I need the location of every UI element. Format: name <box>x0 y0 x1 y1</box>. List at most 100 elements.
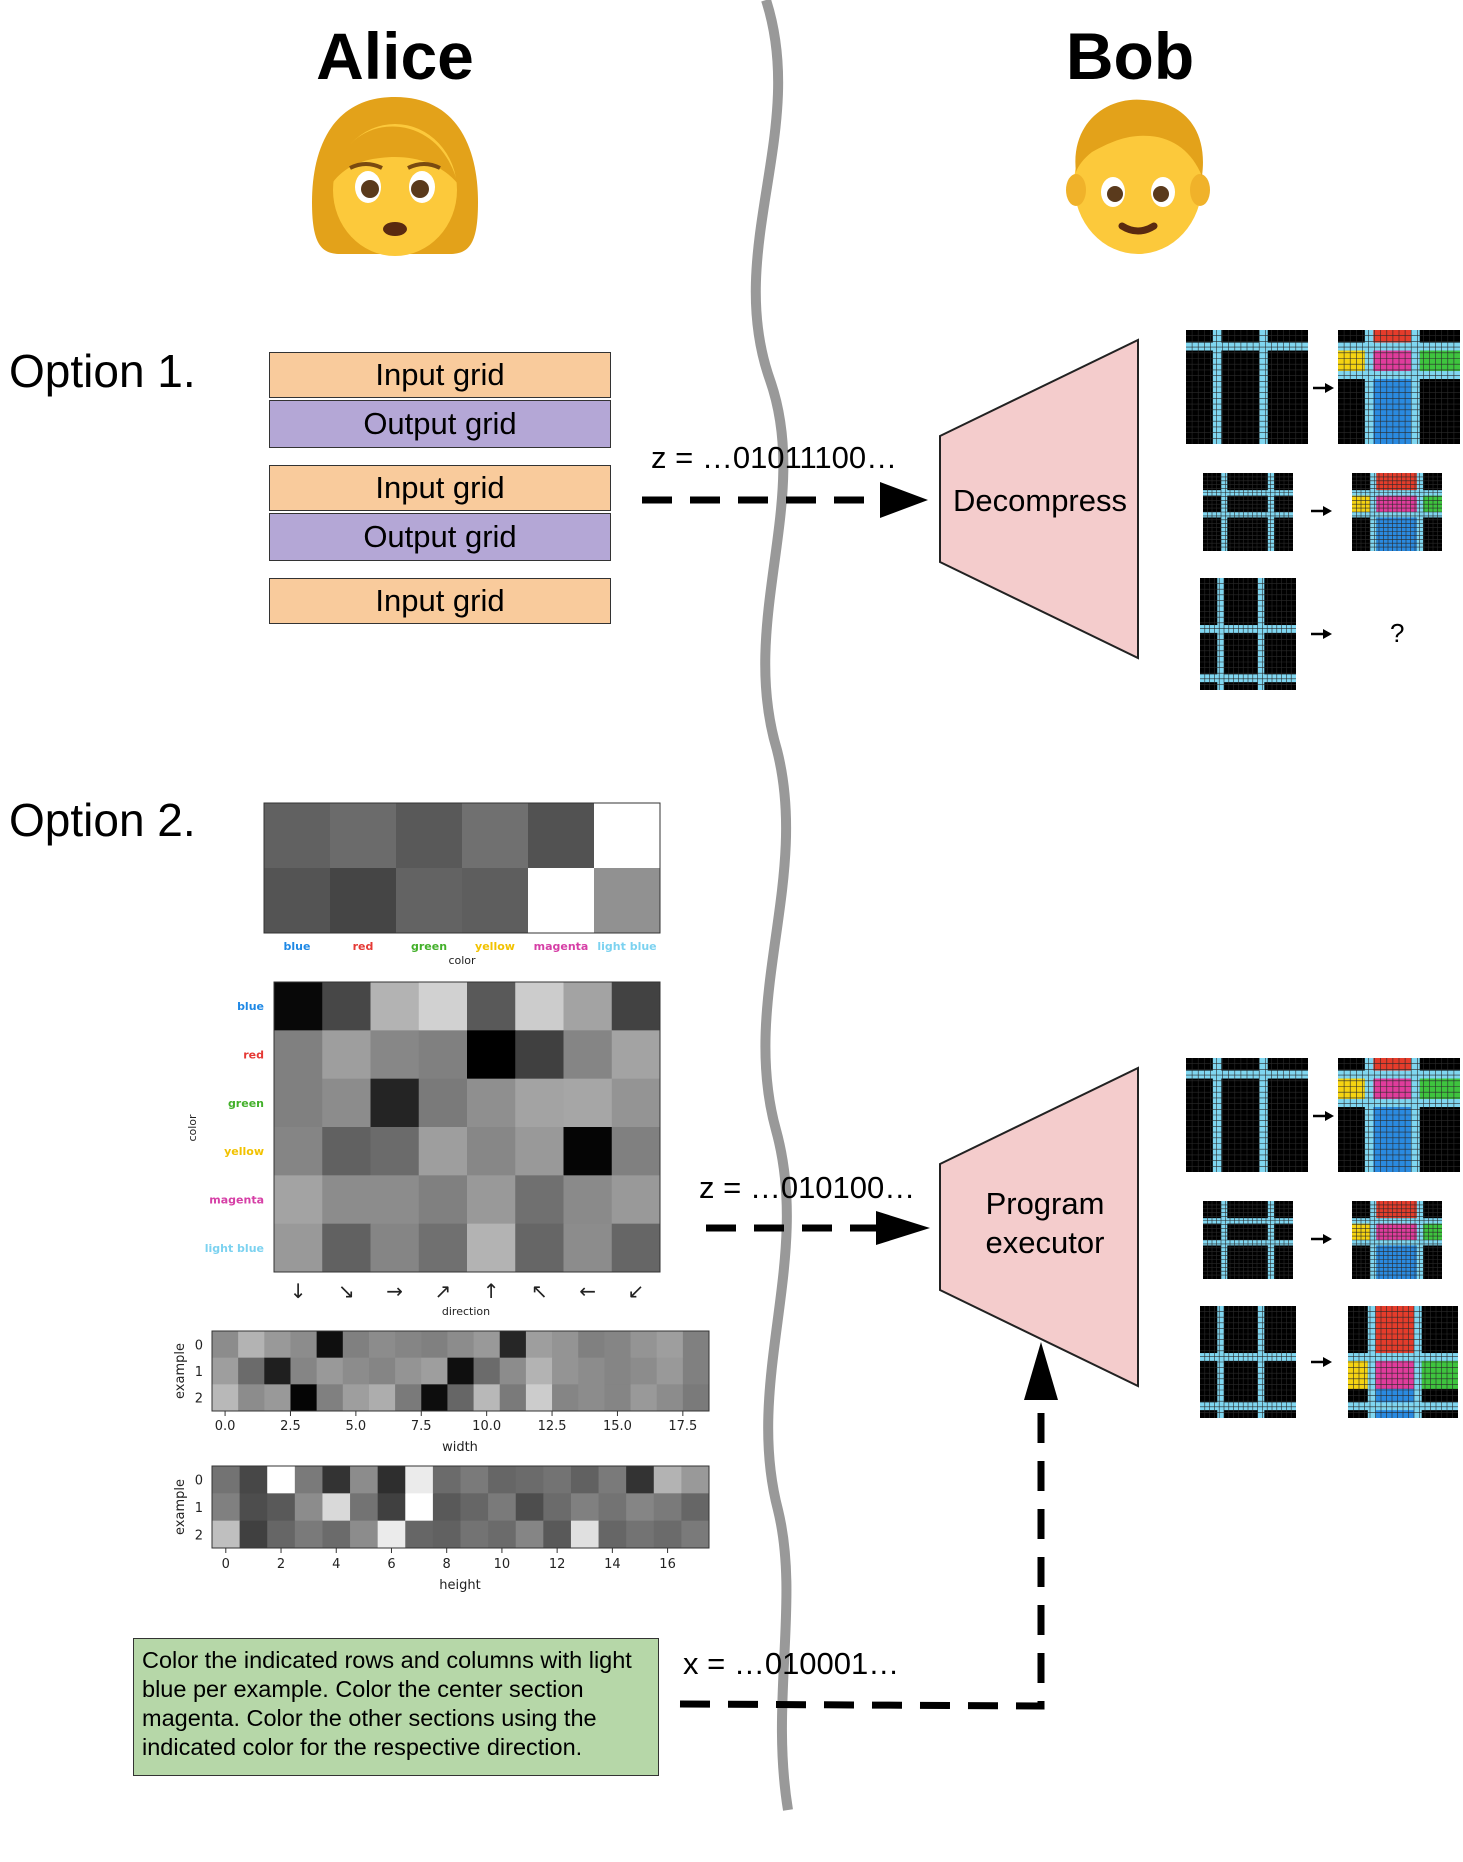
width-heatmap-cell <box>552 1331 579 1359</box>
width-heatmap-cell <box>604 1357 632 1385</box>
direction-heatmap-cell <box>418 982 468 1031</box>
height-heatmap-cell <box>570 1466 600 1494</box>
width-heatmap-cell <box>212 1384 239 1412</box>
width-heatmap-cell <box>238 1357 265 1385</box>
small-arrow-icon <box>1311 1234 1332 1244</box>
arc-output-grid <box>1338 1058 1460 1172</box>
width-heatmap-cell <box>499 1331 527 1359</box>
height-heatmap-cell <box>322 1493 351 1522</box>
color-heatmap-frame <box>263 802 661 934</box>
arc-input-grid <box>1200 1306 1296 1418</box>
y-tick-label: light blue <box>205 1242 264 1255</box>
height-heatmap-cell <box>294 1493 323 1522</box>
height-heatmap-cell <box>377 1493 406 1522</box>
height-heatmap-cell <box>488 1466 517 1494</box>
direction-heatmap-cell <box>322 982 371 1031</box>
direction-heatmap-cell <box>322 1127 371 1176</box>
color-heatmap-cell <box>264 803 331 869</box>
y-tick-label: 0 <box>195 1474 203 1489</box>
x-tick-label: ↑ <box>483 1279 500 1303</box>
direction-heatmap-cell <box>563 1127 613 1176</box>
x-tick-label: light blue <box>597 940 656 953</box>
height-heatmap-cell <box>598 1520 627 1549</box>
x-tick-label: 12.5 <box>538 1419 567 1434</box>
x-tick-label: 2 <box>277 1557 285 1572</box>
x-tick-label: red <box>353 940 374 953</box>
direction-heatmap-cell <box>467 1078 516 1128</box>
x-tick-label: ← <box>579 1279 596 1303</box>
height-heatmap-cell <box>377 1466 406 1494</box>
color-heatmap-cell <box>594 803 661 869</box>
direction-heatmap-cell <box>370 1175 420 1225</box>
height-heatmap-cell <box>405 1520 434 1549</box>
small-arrow-icon <box>1313 1111 1334 1121</box>
y-axis-label: color <box>186 1114 199 1142</box>
width-heatmap-cell <box>421 1384 448 1412</box>
direction-heatmap-cell <box>515 1030 564 1080</box>
direction-heatmap-cell <box>563 1030 613 1080</box>
arc-input-grid <box>1186 330 1308 444</box>
height-heatmap-cell <box>350 1520 379 1549</box>
width-heatmap-cell <box>212 1357 239 1385</box>
height-heatmap-cell <box>212 1493 241 1522</box>
width-heatmap-cell <box>552 1357 579 1385</box>
color-heatmap-cell <box>594 868 661 934</box>
height-heatmap-cell <box>405 1493 434 1522</box>
height-heatmap-cell <box>460 1466 489 1494</box>
color-heatmap-cell <box>330 868 397 934</box>
direction-heatmap-cell <box>515 1223 564 1273</box>
width-heatmap-cell <box>316 1357 344 1385</box>
x-tick-label: 10.0 <box>472 1419 501 1434</box>
width-heatmap-cell <box>578 1384 605 1412</box>
direction-heatmap-cell <box>274 1030 323 1080</box>
direction-heatmap-cell <box>274 1127 323 1176</box>
width-heatmap-cell <box>421 1331 448 1359</box>
x-tick-label: 5.0 <box>346 1419 367 1434</box>
width-heatmap-cell <box>316 1384 344 1412</box>
height-heatmap-cell <box>570 1493 600 1522</box>
direction-heatmap-frame <box>273 981 661 1273</box>
option2-z-code: z = …010100… <box>699 1170 916 1205</box>
arc-output-grid <box>1352 1201 1442 1279</box>
width-heatmap-cell <box>682 1384 710 1412</box>
width-heatmap-cell <box>499 1357 527 1385</box>
option2-x-code: x = …010001… <box>683 1646 900 1681</box>
x-tick-label: 12 <box>549 1557 566 1572</box>
woman-emoji-icon <box>312 97 478 256</box>
width-heatmap-cell <box>630 1331 658 1359</box>
height-heatmap-cell <box>322 1466 351 1494</box>
height-heatmap-cell <box>460 1493 489 1522</box>
height-heatmap-cell <box>626 1466 655 1494</box>
height-heatmap-cell <box>681 1520 710 1549</box>
height-heatmap-cell <box>294 1520 323 1549</box>
width-heatmap-cell <box>552 1384 579 1412</box>
x-tick-label: 15.0 <box>603 1419 632 1434</box>
direction-heatmap-cell <box>611 1223 661 1273</box>
height-heatmap-cell <box>212 1520 241 1549</box>
direction-heatmap-cell <box>418 1030 468 1080</box>
height-heatmap-cell <box>267 1520 296 1549</box>
height-heatmap-cell <box>515 1493 544 1522</box>
y-tick-label: green <box>228 1097 264 1110</box>
height-heatmap-cell <box>626 1493 655 1522</box>
option2-label: Option 2. <box>9 794 196 846</box>
color-heatmap-cell <box>462 803 529 869</box>
height-heatmap-cell <box>350 1466 379 1494</box>
height-heatmap-cell <box>570 1520 600 1549</box>
height-heatmap-cell <box>294 1466 323 1494</box>
width-heatmap-cell <box>395 1331 422 1359</box>
arc-output-grid <box>1348 1306 1458 1418</box>
height-heatmap-cell <box>543 1520 572 1549</box>
direction-heatmap-cell <box>274 1078 323 1128</box>
direction-heatmap-cell <box>611 1127 661 1176</box>
height-heatmap-cell <box>653 1466 682 1494</box>
small-arrow-icon <box>1313 383 1334 393</box>
width-heatmap-cell <box>473 1331 501 1359</box>
direction-heatmap-cell <box>563 982 613 1031</box>
small-arrow-icon <box>1311 629 1332 639</box>
y-axis-label: example <box>173 1343 188 1399</box>
width-heatmap-cell <box>630 1357 658 1385</box>
width-heatmap-cell <box>238 1331 265 1359</box>
x-tick-label: ↓ <box>290 1279 307 1303</box>
